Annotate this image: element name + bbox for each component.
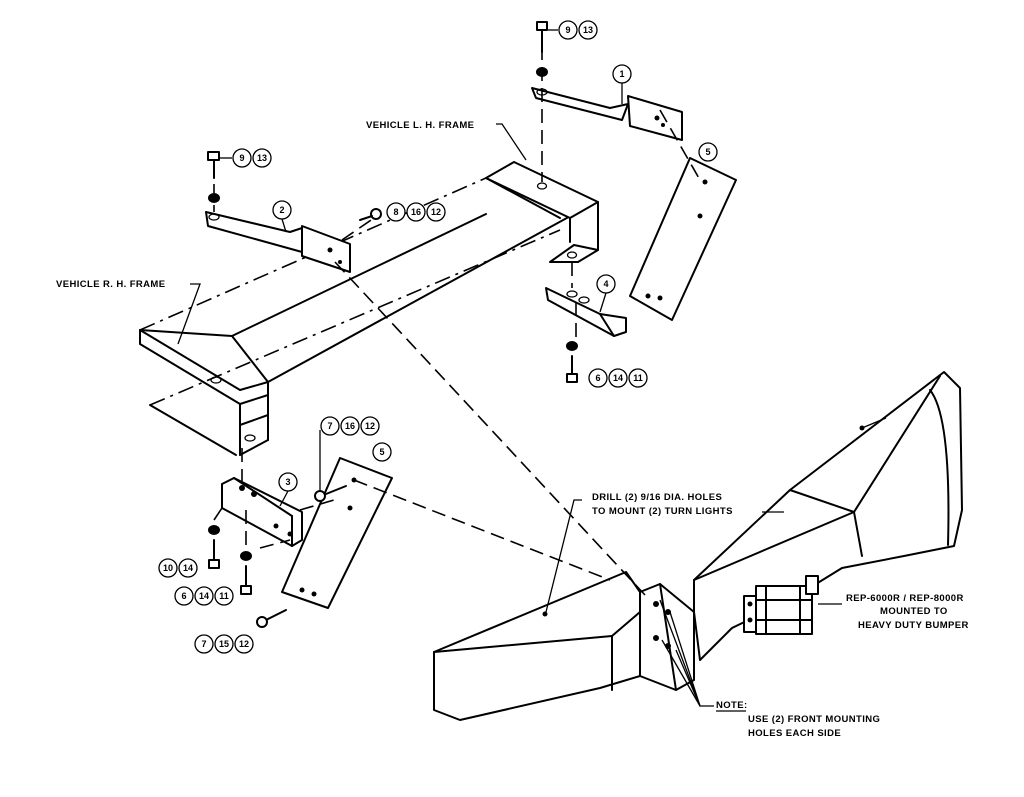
svg-text:7: 7 [201, 639, 206, 649]
winch-mounted-label: MOUNTED TO [880, 606, 948, 617]
svg-text:16: 16 [345, 421, 355, 431]
svg-text:14: 14 [613, 373, 623, 383]
svg-text:11: 11 [219, 591, 229, 601]
callout-1: 1 [612, 64, 632, 104]
plate-5-lower [281, 457, 393, 609]
svg-text:14: 14 [183, 563, 193, 573]
svg-text:3: 3 [285, 477, 290, 487]
callout-2: 2 [272, 200, 292, 233]
callout-4: 4 [596, 274, 616, 313]
rh-frame-label: VEHICLE R. H. FRAME [56, 279, 165, 290]
callout-6-14-11-right: 6 14 11 [588, 368, 648, 388]
bolt-right-assembly [566, 341, 578, 383]
svg-text:6: 6 [181, 591, 186, 601]
svg-text:4: 4 [603, 279, 608, 289]
svg-text:15: 15 [219, 639, 229, 649]
label-lh-frame: VEHICLE L. H. FRAME [366, 120, 527, 161]
callout-number: 13 [583, 25, 593, 35]
bolt-top-assembly [536, 21, 558, 77]
winch [743, 575, 819, 635]
svg-text:10: 10 [163, 563, 173, 573]
callout-9-13-top: 9 13 [558, 20, 598, 40]
label-note: NOTE: USE (2) FRONT MOUNTING HOLES EACH … [659, 599, 880, 739]
bolt-mid-assembly [359, 208, 382, 221]
callout-5-lower: 5 [372, 442, 392, 462]
vehicle-rh-frame [139, 201, 597, 456]
svg-text:5: 5 [705, 147, 710, 157]
svg-text:12: 12 [365, 421, 375, 431]
assembly-lines [213, 46, 701, 596]
callout-7-15-12: 7 15 12 [194, 634, 254, 654]
svg-text:12: 12 [239, 639, 249, 649]
svg-text:5: 5 [379, 447, 384, 457]
plate-5-upper [629, 157, 737, 321]
bolt-7a-assembly [314, 430, 347, 502]
note-title: NOTE: [716, 700, 748, 711]
bolt-6-assembly [240, 551, 252, 595]
svg-text:14: 14 [199, 591, 209, 601]
winch-model-label: REP-6000R / REP-8000R [846, 593, 964, 604]
svg-text:16: 16 [411, 207, 421, 217]
bolt-10-assembly [208, 525, 220, 569]
svg-text:1: 1 [619, 69, 624, 79]
bracket-2 [205, 211, 351, 273]
callout-10-14: 10 14 [158, 558, 198, 578]
callout-9-13-left: 9 13 [232, 148, 272, 168]
callout-6-14-11-lower: 6 14 11 [174, 586, 234, 606]
svg-text:8: 8 [393, 207, 398, 217]
bolt-left-top-assembly [207, 151, 232, 203]
label-rh-frame: VEHICLE R. H. FRAME [56, 279, 201, 345]
bracket-4 [545, 287, 627, 337]
note-line-2: HOLES EACH SIDE [748, 728, 841, 739]
winch-bumper-label: HEAVY DUTY BUMPER [858, 620, 969, 631]
vehicle-lh-frame [139, 161, 599, 406]
callout-5-upper: 5 [698, 142, 718, 162]
drill-note-line-2: TO MOUNT (2) TURN LIGHTS [592, 506, 733, 517]
drill-note-line-1: DRILL (2) 9/16 DIA. HOLES [592, 492, 722, 503]
bolt-7b-assembly [256, 609, 287, 628]
lh-frame-label: VEHICLE L. H. FRAME [366, 120, 474, 131]
label-drill-note: DRILL (2) 9/16 DIA. HOLES TO MOUNT (2) T… [545, 492, 784, 613]
note-line-1: USE (2) FRONT MOUNTING [748, 714, 880, 725]
svg-text:2: 2 [279, 205, 284, 215]
callout-number: 9 [565, 25, 570, 35]
bracket-1 [531, 87, 683, 141]
callout-7-16-12: 7 16 12 [320, 416, 380, 436]
callout-8-16-12: 8 16 12 [386, 202, 446, 222]
label-winch: REP-6000R / REP-8000R MOUNTED TO HEAVY D… [818, 593, 969, 631]
svg-text:7: 7 [327, 421, 332, 431]
svg-text:6: 6 [595, 373, 600, 383]
svg-text:12: 12 [431, 207, 441, 217]
bracket-3 [221, 477, 303, 547]
heavy-duty-bumper [433, 371, 963, 721]
callout-3: 3 [278, 472, 298, 507]
svg-text:9: 9 [239, 153, 244, 163]
svg-text:13: 13 [257, 153, 267, 163]
svg-text:11: 11 [633, 373, 643, 383]
